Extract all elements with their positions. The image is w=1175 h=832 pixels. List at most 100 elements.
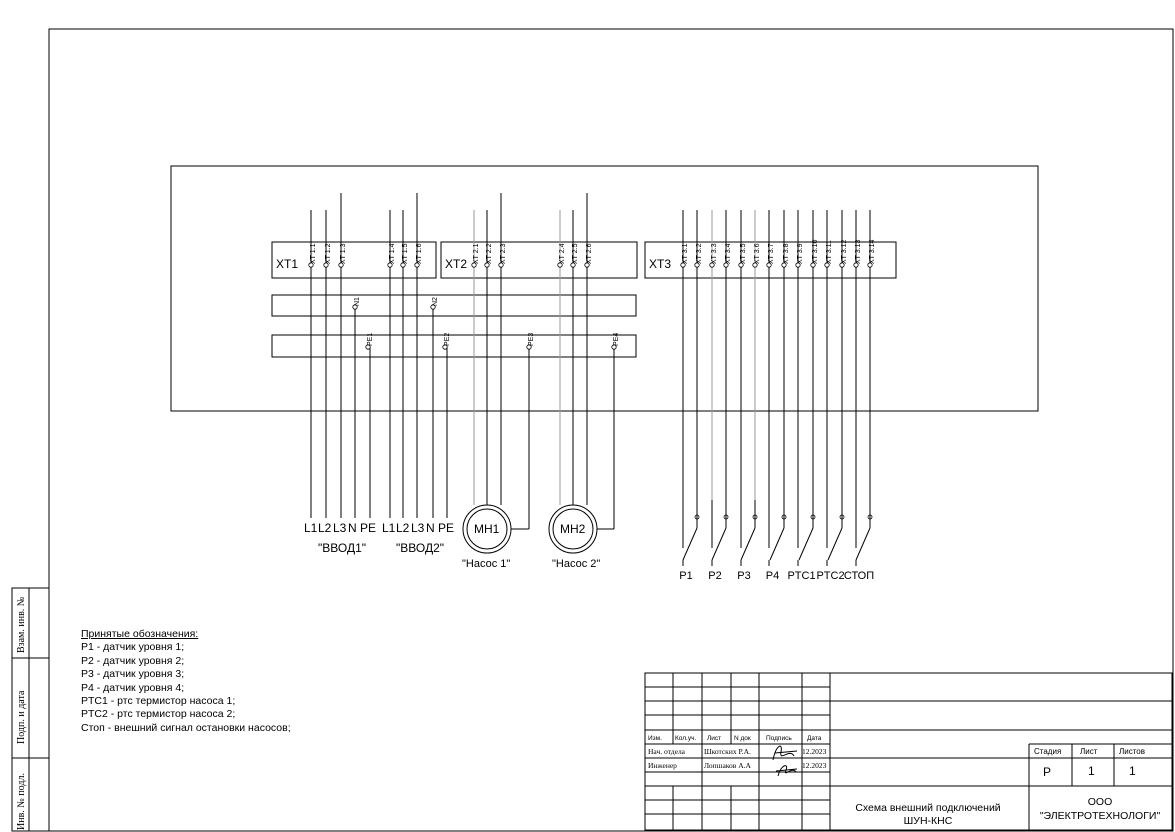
switch-label: СТОП: [844, 570, 874, 582]
terminal-label: XT 2.2: [486, 243, 493, 264]
legend: Принятые обозначения: P1 - датчик уровня…: [81, 628, 291, 735]
terminal-label: XT 3.9: [797, 243, 804, 264]
terminal-strip-xt2: XT2: [440, 241, 638, 279]
motor-mh2: МН2 "Насос 2": [548, 504, 600, 570]
terminal-label: XT 3.1: [682, 243, 689, 264]
terminal-point: [839, 262, 845, 268]
terminal-point: [526, 344, 532, 350]
tb-role: Инженер: [648, 761, 677, 770]
wire-label: L1: [304, 521, 318, 535]
terminal-label: N2: [432, 297, 439, 306]
terminal-label: XT 2.3: [500, 243, 507, 264]
terminal-point: [442, 344, 448, 350]
vvod2-label: "ВВОД2": [396, 541, 444, 555]
title-block: [644, 672, 1173, 831]
tb-role: Нач. отдела: [648, 747, 686, 756]
terminal-label: PE3: [528, 333, 535, 346]
input-labels: L1 L2 L3 N PE "ВВОД1" L1 L2 L3 N PE "ВВО…: [304, 521, 454, 555]
side-stamp-label: Инв. № подл.: [16, 773, 27, 830]
terminal-point: [680, 262, 686, 268]
terminal-point: [723, 262, 729, 268]
terminal-point: [766, 262, 772, 268]
terminal-label: XT 1.1: [310, 243, 317, 264]
terminal-point: [752, 262, 758, 268]
terminal-point: [400, 262, 406, 268]
terminal-label: XT 3.11: [826, 240, 833, 264]
tb-name: Лопшаков А.А: [704, 761, 751, 770]
terminal-point: [795, 262, 801, 268]
switch-label: P2: [708, 570, 721, 582]
wire-group: [310, 193, 871, 530]
terminal-point: [352, 304, 358, 310]
terminal-label: XT 3.6: [754, 243, 761, 264]
terminal-label: XT 1.4: [389, 243, 396, 264]
switch-blade: [827, 527, 843, 561]
wire-label: N: [348, 521, 357, 535]
terminal-label: N1: [354, 297, 361, 306]
terminal-label: XT 3.3: [711, 243, 718, 264]
legend-title: Принятые обозначения:: [81, 628, 199, 640]
terminal-label: PE2: [444, 333, 451, 346]
neutral-bar: [271, 294, 637, 317]
terminal-label: XT 2.4: [559, 243, 566, 264]
wire-label: L2: [318, 521, 332, 535]
terminal-point: [694, 262, 700, 268]
terminal-point: [498, 262, 504, 268]
terminal-point: [810, 262, 816, 268]
terminal-label: XT 3.8: [783, 243, 790, 264]
org-name: ООО: [1088, 796, 1113, 808]
terminal-label: XT 3.13: [855, 240, 862, 264]
tb-header: Изм.: [648, 735, 662, 742]
tb-sheets: 1: [1129, 764, 1136, 778]
tb-stage: Р: [1043, 765, 1051, 779]
terminal-point: [484, 262, 490, 268]
switch-label: PTC1: [787, 570, 815, 582]
terminal-point: [308, 262, 314, 268]
wire-label: L3: [411, 521, 425, 535]
terminal-label: XT 3.4: [725, 243, 732, 264]
terminal-point: [338, 262, 344, 268]
switch-blade: [682, 527, 698, 561]
side-stamp-label: Подп. и дата: [16, 690, 27, 744]
wire-label: L2: [396, 521, 410, 535]
pump2-label: "Насос 2": [552, 558, 600, 570]
terminal-label: XT 2.5: [572, 243, 579, 264]
switch-blade: [855, 527, 871, 561]
xt2-label: XT2: [445, 257, 467, 271]
mh1-label: МН1: [474, 522, 500, 536]
terminal-label: XT 1.2: [325, 243, 332, 264]
wire-label: L3: [333, 521, 347, 535]
signature-2: [775, 765, 798, 777]
legend-item: Стоп - внешний сигнал остановки насосов;: [81, 721, 291, 734]
terminal-point: [365, 344, 371, 350]
pump1-label: "Насос 1": [462, 558, 510, 570]
wire-label: PE: [360, 521, 376, 535]
legend-item: P3 - датчик уровня 3;: [81, 668, 185, 681]
terminal-point: [584, 262, 590, 268]
terminal-label: XT 3.2: [696, 243, 703, 264]
switch-label: P3: [737, 570, 750, 582]
terminal-point: [824, 262, 830, 268]
terminal-label: PE1: [367, 333, 374, 346]
terminal-point: [853, 262, 859, 268]
terminal-label: XT 3.14: [869, 240, 876, 264]
mh2-label: МН2: [560, 522, 586, 536]
legend-item: PTC2 - ртс термистор насоса 2;: [81, 708, 236, 721]
tb-sheet: 1: [1088, 764, 1095, 778]
legend-item: P1 - датчик уровня 1;: [81, 641, 185, 654]
switch-label: P1: [679, 570, 692, 582]
terminal-point: [738, 262, 744, 268]
vvod1-label: "ВВОД1": [318, 541, 366, 555]
terminal-label: XT 2.6: [586, 243, 593, 264]
switch-label: PTC2: [816, 570, 844, 582]
legend-item: PTC1 - ртс термистор насоса 1;: [81, 695, 236, 708]
switch-blade: [769, 527, 785, 561]
terminal-point: [611, 344, 617, 350]
terminal-strip-xt1: XT1: [271, 241, 437, 279]
tb-header: Подпись: [766, 735, 792, 742]
side-stamp: Взам. инв. № Подп. и дата Инв. № подл.: [11, 587, 50, 832]
terminal-label: XT 3.7: [768, 243, 775, 264]
